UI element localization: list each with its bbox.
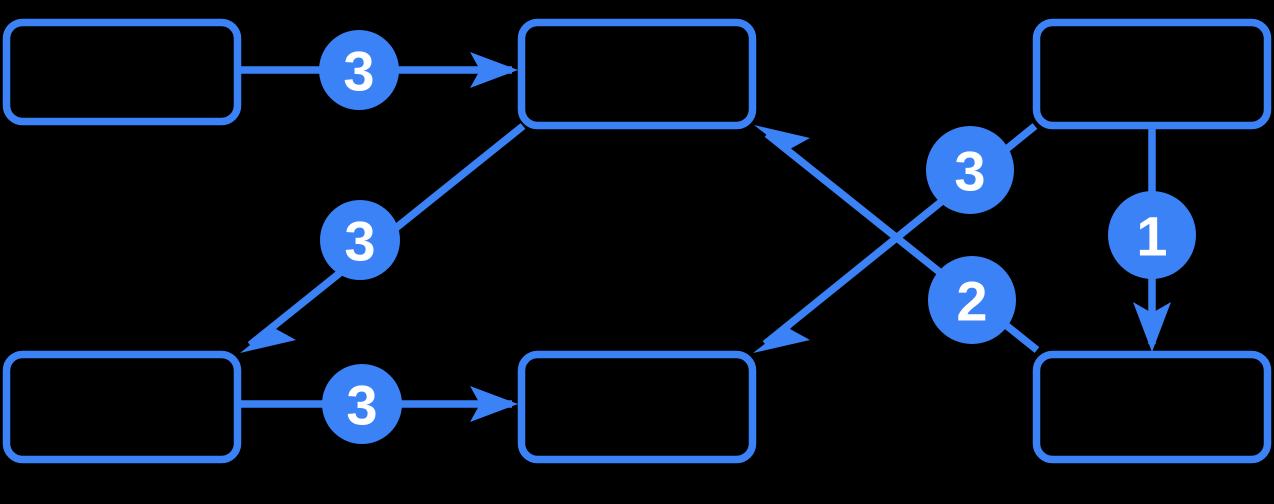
badge-label: 3: [954, 140, 985, 203]
node-bottom-right[interactable]: [1032, 350, 1272, 464]
badge-edge-tl-tm[interactable]: 3: [319, 30, 399, 110]
edge-tm-bl-arrowhead: [240, 312, 296, 353]
badge-label: 3: [346, 374, 377, 437]
badge-label: 2: [956, 270, 987, 333]
node-top-middle[interactable]: [517, 18, 757, 130]
node-layer: [2, 18, 1272, 464]
badge-circle: [319, 30, 399, 110]
node-bottom-middle[interactable]: [517, 350, 757, 464]
badge-layer: 3 3 3 3 2 1: [319, 30, 1196, 444]
badge-edge-tr-bm[interactable]: 3: [926, 126, 1014, 214]
badge-label: 3: [344, 210, 375, 273]
badge-label: 3: [343, 40, 374, 103]
edge-br-tm-arrowhead: [754, 125, 810, 166]
node-top-left[interactable]: [2, 18, 242, 126]
badge-circle: [320, 200, 400, 280]
badge-circle: [926, 126, 1014, 214]
badge-edge-br-tm[interactable]: 2: [928, 256, 1016, 344]
badge-circle: [322, 364, 402, 444]
edge-tr-br-arrowhead: [1133, 302, 1171, 352]
edge-bl-bm-arrowhead: [470, 386, 518, 422]
badge-edge-tr-br[interactable]: 1: [1108, 191, 1196, 279]
node-bottom-left[interactable]: [2, 350, 242, 464]
edge-tr-bm-arrowhead: [753, 312, 810, 353]
badge-label: 1: [1136, 205, 1167, 268]
badge-edge-tm-bl[interactable]: 3: [320, 200, 400, 280]
badge-circle: [928, 256, 1016, 344]
node-top-right[interactable]: [1032, 18, 1272, 130]
edge-tl-tm-arrowhead: [470, 52, 518, 88]
badge-circle: [1108, 191, 1196, 279]
badge-edge-bl-bm[interactable]: 3: [322, 364, 402, 444]
